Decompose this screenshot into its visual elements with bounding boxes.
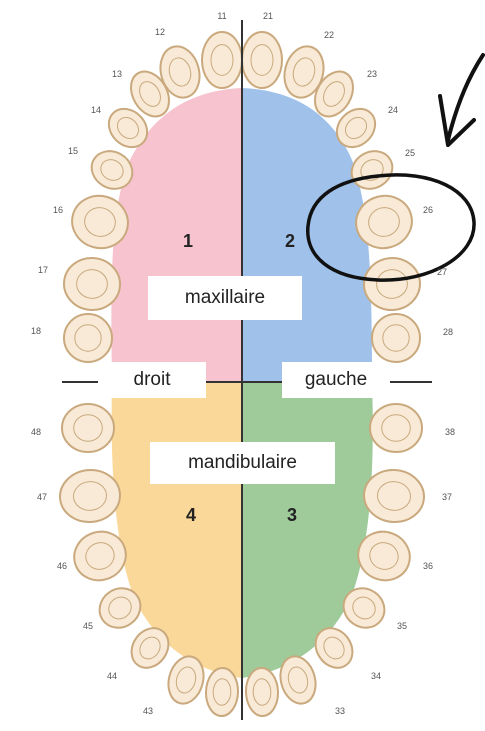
tooth-crown: [372, 314, 420, 362]
quadrant-3-region: [242, 382, 373, 678]
tooth-number: 21: [263, 11, 273, 21]
tooth-number: 18: [31, 326, 41, 336]
tooth-number: 47: [37, 492, 47, 502]
tooth-number: 44: [107, 671, 117, 681]
tooth-number: 45: [83, 621, 93, 631]
label-droit: droit: [98, 362, 206, 398]
tooth-crown: [370, 404, 422, 452]
tooth-number: 38: [445, 427, 455, 437]
tooth: [205, 667, 239, 716]
tooth: [202, 32, 242, 88]
tooth-crown: [64, 314, 112, 362]
tooth-number: 27: [437, 267, 447, 277]
tooth: [242, 32, 282, 88]
tooth: [62, 404, 114, 452]
tooth-number: 35: [397, 621, 407, 631]
tooth-number: 22: [324, 30, 334, 40]
tooth: [245, 667, 279, 716]
tooth-number: 23: [367, 69, 377, 79]
tooth-number: 25: [405, 148, 415, 158]
tooth-number: 33: [335, 706, 345, 716]
tooth: [58, 467, 122, 524]
tooth-crown: [202, 32, 242, 88]
tooth-number: 16: [53, 205, 63, 215]
quadrant-4-region: [112, 382, 242, 678]
tooth-crown: [205, 667, 239, 716]
tooth-number: 28: [443, 327, 453, 337]
tooth-number: 14: [91, 105, 101, 115]
tooth-number: 17: [38, 265, 48, 275]
tooth-number: 15: [68, 146, 78, 156]
tooth: [372, 314, 420, 362]
tooth-crown: [58, 467, 122, 524]
label-maxillaire: maxillaire: [148, 276, 302, 320]
tooth-number: 13: [112, 69, 122, 79]
tooth-crown: [242, 32, 282, 88]
tooth-number: 36: [423, 561, 433, 571]
tooth-number: 11: [217, 11, 226, 21]
tooth-number: 37: [442, 492, 452, 502]
tooth: [64, 314, 112, 362]
tooth-crown: [245, 667, 279, 716]
tooth-crown: [62, 404, 114, 452]
tooth: [370, 404, 422, 452]
quadrant-number-4: 4: [186, 505, 196, 526]
tooth-number: 34: [371, 671, 381, 681]
tooth-number: 12: [155, 27, 165, 37]
quadrant-number-1: 1: [183, 231, 193, 252]
tooth-number: 26: [423, 205, 433, 215]
quadrant-number-3: 3: [287, 505, 297, 526]
label-mandibulaire: mandibulaire: [150, 442, 335, 484]
quadrant-number-2: 2: [285, 231, 295, 252]
tooth-number: 48: [31, 427, 41, 437]
tooth-number: 46: [57, 561, 67, 571]
label-gauche: gauche: [282, 362, 390, 398]
tooth-number: 24: [388, 105, 398, 115]
annotation-arrowhead-icon: [440, 96, 474, 145]
tooth-number: 43: [143, 706, 153, 716]
